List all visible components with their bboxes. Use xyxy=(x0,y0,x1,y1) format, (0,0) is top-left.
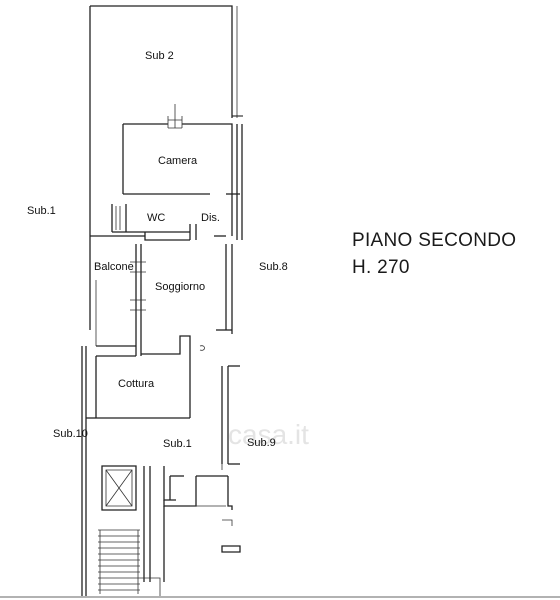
sub9-walls xyxy=(221,365,240,470)
lower-right-walls xyxy=(163,466,241,582)
neighbor-label-sub9: Sub.9 xyxy=(247,437,276,449)
wc-walls xyxy=(111,204,226,241)
floor-height: H. 270 xyxy=(352,257,410,278)
room-label-sub1-center: Sub.1 xyxy=(163,438,192,450)
right-wall xyxy=(216,124,243,334)
room-label-cottura: Cottura xyxy=(118,378,155,390)
room-label-soggiorno: Soggiorno xyxy=(155,281,205,293)
neighbor-label-sub10: Sub.10 xyxy=(53,428,88,440)
room-label-balcone: Balcone xyxy=(94,261,134,273)
left-lower-walls xyxy=(81,346,96,596)
camera-walls xyxy=(122,104,240,195)
room-label-dis: Dis. xyxy=(201,212,220,224)
floor-title: PIANO SECONDO xyxy=(352,230,516,251)
room-label-camera: Camera xyxy=(158,155,198,167)
sub2-block xyxy=(89,5,243,236)
stair-area xyxy=(98,465,161,596)
watermark-text: casa.it xyxy=(228,419,309,450)
soggiorno-walls xyxy=(95,335,205,419)
neighbor-label-sub8: Sub.8 xyxy=(259,261,288,273)
neighbor-label-sub1: Sub.1 xyxy=(27,205,56,217)
room-label-wc: WC xyxy=(147,212,165,224)
room-label-sub2: Sub 2 xyxy=(145,50,174,62)
balcone-walls xyxy=(89,235,146,347)
